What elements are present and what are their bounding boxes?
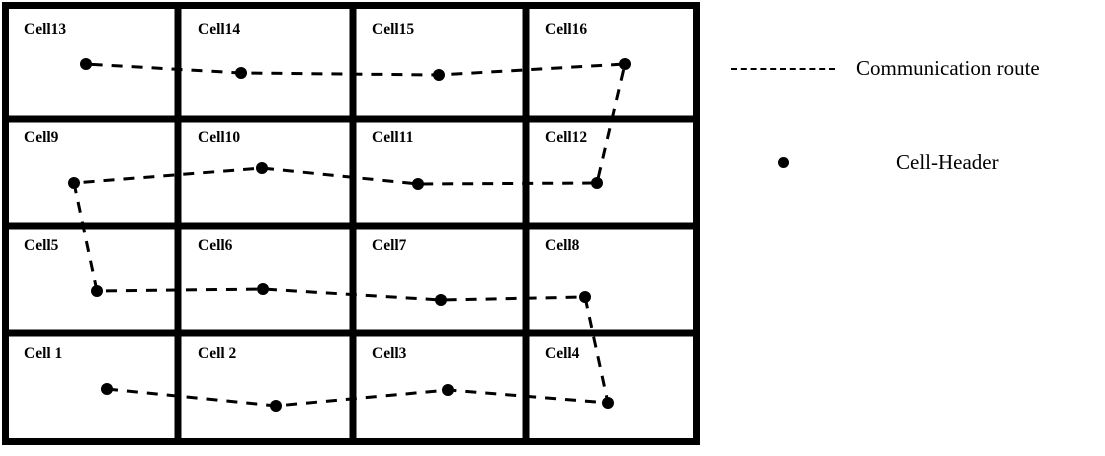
cell-label-cell6: Cell6	[198, 237, 233, 254]
communication-route-line	[72, 62, 627, 408]
cell-label-cell8: Cell8	[545, 237, 580, 254]
cell-label-cell15: Cell15	[372, 21, 415, 38]
legend-item-cell-header: Cell-Header	[728, 150, 999, 175]
cell-label-cell10: Cell10	[198, 129, 241, 146]
cell-label-cell14: Cell14	[198, 21, 241, 38]
cell-label-cell11: Cell11	[372, 129, 414, 146]
cell-label-cell1: Cell 1	[24, 345, 63, 362]
cell-header-dot-cell15	[433, 69, 445, 81]
cell-header-dot-cell12	[591, 177, 603, 189]
legend-item-communication-route: Communication route	[728, 56, 1040, 81]
cell-header-dot-cell9	[68, 177, 80, 189]
cell-label-cell7: Cell7	[372, 237, 407, 254]
cell-label-cell4: Cell4	[545, 345, 580, 362]
cell-header-dot-cell2	[270, 400, 282, 412]
dashed-line-icon	[728, 67, 838, 70]
cell-label-cell5: Cell5	[24, 237, 59, 254]
cell-header-dot-cell10	[256, 162, 268, 174]
cell-header-dot-cell11	[412, 178, 424, 190]
legend-label-cell-header: Cell-Header	[896, 150, 999, 174]
cell-header-dots	[68, 58, 631, 412]
cell-label-cell9: Cell9	[24, 129, 59, 146]
cell-header-dot-cell7	[435, 294, 447, 306]
legend: Communication route Cell-Header	[728, 40, 1103, 200]
cell-label-cell2: Cell 2	[198, 345, 237, 362]
cell-label-cell13: Cell13	[24, 21, 67, 38]
grid-svg	[2, 2, 700, 445]
cell-label-cell3: Cell3	[372, 345, 407, 362]
cell-header-dot-cell4	[602, 397, 614, 409]
cell-header-dot-cell3	[442, 384, 454, 396]
legend-label-communication-route: Communication route	[856, 56, 1040, 80]
cell-header-dot-cell6	[257, 283, 269, 295]
grid-lines	[2, 2, 700, 445]
cell-header-dot-cell14	[235, 67, 247, 79]
cell-label-cell12: Cell12	[545, 129, 588, 146]
cell-header-dot-cell16	[619, 58, 631, 70]
dot-icon	[728, 157, 838, 168]
cell-header-dot-cell13	[80, 58, 92, 70]
cell-label-cell16: Cell16	[545, 21, 588, 38]
cell-header-dot-cell5	[91, 285, 103, 297]
cell-header-dot-cell8	[579, 291, 591, 303]
communication-route-paths	[72, 62, 627, 408]
cell-header-dot-cell1	[101, 383, 113, 395]
